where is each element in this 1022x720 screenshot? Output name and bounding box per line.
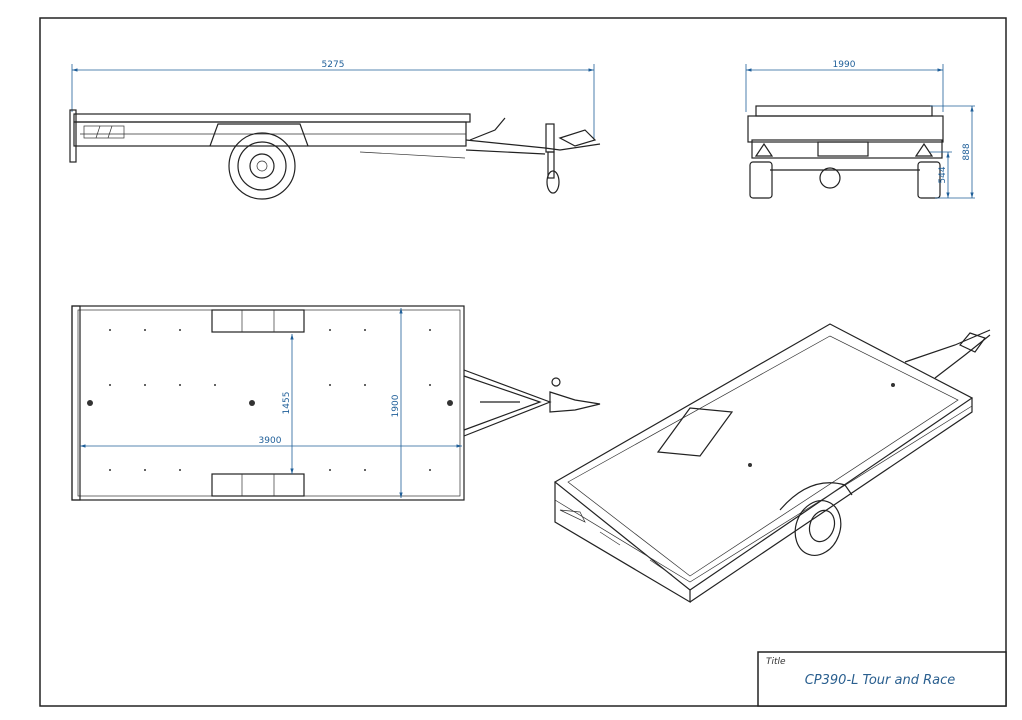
dimension-deck-height: 544: [938, 166, 948, 183]
title-label: Title: [766, 657, 786, 667]
dimension-deck-length: 3900: [259, 436, 282, 446]
dimension-overall-length: 5275: [322, 60, 345, 70]
wheel-arch-pad: [656, 407, 734, 457]
wheel-arch-pad: [211, 309, 305, 333]
drawing-frame: [39, 17, 1007, 707]
wheel: [794, 500, 842, 556]
wheel-arch-pad: [211, 473, 305, 497]
title-block: Title CP390-L Tour and Race: [757, 651, 1007, 707]
dimension-overall-height: 888: [962, 143, 972, 160]
dimension-deck-width: 1900: [391, 394, 401, 417]
top-view: 3900 1455 1900: [71, 305, 601, 501]
rear-view: 1990 544 888: [745, 60, 975, 199]
dimension-overall-width: 1990: [833, 60, 856, 70]
wheel: [228, 132, 296, 200]
drawing-title: CP390-L Tour and Race: [805, 673, 956, 688]
dimension-inner-width: 1455: [282, 392, 292, 415]
isometric-view: [553, 323, 991, 604]
wheel: [917, 161, 941, 199]
side-view: 5275: [69, 60, 601, 200]
wheel: [749, 161, 773, 199]
